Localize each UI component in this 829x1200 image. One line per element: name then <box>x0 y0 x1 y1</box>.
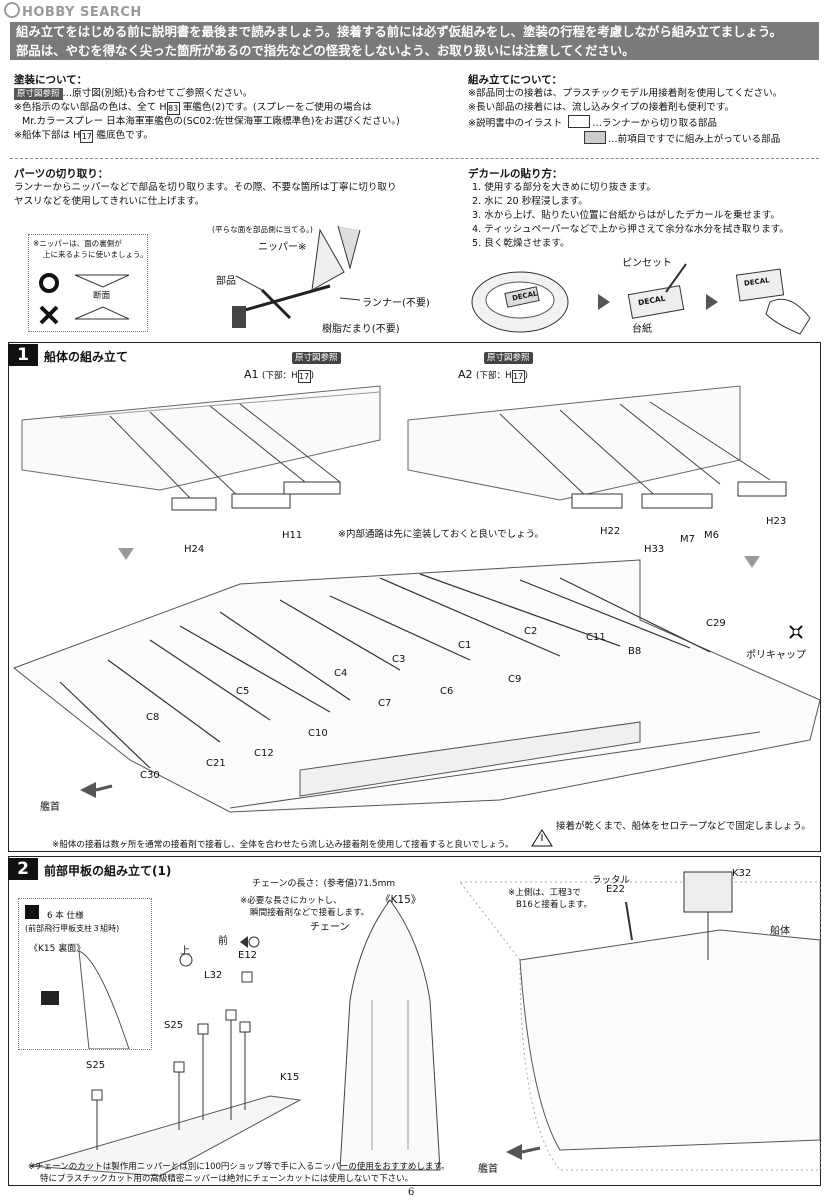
step2-footnote-2: 特にプラスチックカット用の高級精密ニッパーは絶対にチェーンカットには使用しないで… <box>40 1174 414 1184</box>
part-label-m6: M6 <box>704 530 719 541</box>
nipper-section-diagram <box>39 273 130 325</box>
step2-number: 2 <box>8 858 38 880</box>
part-label-b8: B8 <box>628 646 642 657</box>
six-post-option-box: 6 本 仕様 (前部飛行甲板支柱３組時) 《K15 裏面》 <box>18 898 152 1050</box>
part-label-s25-b: S25 <box>86 1060 106 1071</box>
part-label-c5: C5 <box>236 686 250 697</box>
logo-icon <box>4 2 20 18</box>
decal-section: デカールの貼り方： 1. 使用する部分を大きめに切り抜きます。 2. 水に 20… <box>468 168 789 249</box>
part-label-c9: C9 <box>508 674 522 685</box>
assembly-notes: 組み立てについて： ※部品同士の接着は、プラスチックモデル用接着剤を使用してくだ… <box>468 74 783 145</box>
polycap-label: ポリキャップ <box>746 650 806 661</box>
part-a2-label: A2 (下部：H17) <box>458 368 528 383</box>
nipper-tip-box: ※ニッパーは、面の裏側が 上に来るように使いましょう。 断面 <box>28 234 148 332</box>
part-label-e12: E12 <box>238 950 258 961</box>
part-label-c7: C7 <box>378 698 392 709</box>
part-label-c10: C10 <box>308 728 328 739</box>
step2-footnote-1: ※チェーンのカットは製作用ニッパーとは別に100円ショップ等で手に入るニッパーの… <box>28 1162 450 1172</box>
part-a1-label: A1 (下部：H17) <box>244 368 314 383</box>
step1-panel <box>8 342 821 852</box>
ref-tag: 原寸図参照 <box>292 352 341 364</box>
chain-length: チェーンの長さ：(参考値)71.5mm <box>252 879 396 889</box>
painting-title: 塗装について： <box>14 74 88 86</box>
part-label-c4: C4 <box>334 668 348 679</box>
legend-box-done <box>584 131 606 144</box>
part-label-c3: C3 <box>392 654 406 665</box>
page-number: 6 <box>408 1187 415 1198</box>
polycap-icon <box>788 624 804 640</box>
part-label-h22: H22 <box>600 526 621 537</box>
banner-line-2: 部品は、やむを得なく尖った箇所があるので指先などの怪我をしないよう、お取り扱いに… <box>16 43 635 58</box>
step2-title: 前部甲板の組み立て(1) <box>44 864 172 878</box>
k15-label: 《K15》 <box>380 894 422 906</box>
part-label-c6: C6 <box>440 686 454 697</box>
hull-label: 船体 <box>770 926 790 937</box>
part-label-c29: C29 <box>706 618 726 629</box>
inner-passage-note: ※内部通路は先に塗装しておくと良いでしょう。 <box>338 529 545 540</box>
step1-title: 船体の組み立て <box>44 350 129 364</box>
part-label-c11: C11 <box>586 632 606 643</box>
part-label-h33: H33 <box>644 544 665 555</box>
step1-number: 1 <box>8 344 38 366</box>
ref-tag: 原寸図参照 <box>14 88 63 100</box>
warning-banner: 組み立てをはじめる前に説明書を最後まで読みましょう。接着する前には必ず仮組みをし… <box>10 22 819 60</box>
banner-line-1: 組み立てをはじめる前に説明書を最後まで読みましょう。接着する前には必ず仮組みをし… <box>16 24 782 39</box>
part-label-h24: H24 <box>184 544 205 555</box>
color-code-box: 83 <box>166 102 180 115</box>
ref-tag: 原寸図参照 <box>484 352 533 364</box>
caution-text: 接着が乾くまで、船体をセロテープなどで固定しましょう。 <box>556 821 811 832</box>
part-label-c2: C2 <box>524 626 538 637</box>
decal-illustration: DECAL DECAL DECAL <box>470 262 820 342</box>
bow-label: 艦首 <box>478 1164 498 1175</box>
part-label-l32: L32 <box>204 970 223 981</box>
part-label-c30: C30 <box>140 770 160 781</box>
watermark: HOBBY SEARCH <box>4 2 142 20</box>
part-label-k15: K15 <box>280 1072 300 1083</box>
step2-panel <box>8 856 821 1186</box>
part-label-s25-a: S25 <box>164 1020 184 1031</box>
part-label-h11: H11 <box>282 530 303 541</box>
part-label-k32: K32 <box>732 868 752 879</box>
color-code-box: 17 <box>80 130 94 143</box>
front-label: 前 <box>218 936 228 947</box>
legend-box-new <box>568 115 591 128</box>
part-label-c21: C21 <box>206 758 226 769</box>
bow-label: 艦首 <box>40 802 60 813</box>
part-label-m7: M7 <box>680 534 695 545</box>
divider <box>10 158 819 159</box>
up-label: 上 <box>180 946 190 957</box>
parts-cutting-section: パーツの切り取り： ランナーからニッパーなどで部品を切り取ります。その際、不要な… <box>14 168 397 207</box>
step1-footnote: ※船体の接着は数ヶ所を通常の接着剤で接着し、全体を合わせたら流し込み接着剤を使用… <box>52 840 514 850</box>
part-label-e22: E22 <box>606 884 626 895</box>
part-label-c1: C1 <box>458 640 472 651</box>
part-label-c8: C8 <box>146 712 160 723</box>
ladder-label: ラッタル <box>592 875 631 886</box>
part-label-h23: H23 <box>766 516 787 527</box>
painting-section: 塗装について： 原寸図参照…原寸図(別紙)も合わせてご参照ください。 ※色指示の… <box>14 72 454 143</box>
chain-label: チェーン <box>310 922 350 933</box>
part-label-c12: C12 <box>254 748 274 759</box>
